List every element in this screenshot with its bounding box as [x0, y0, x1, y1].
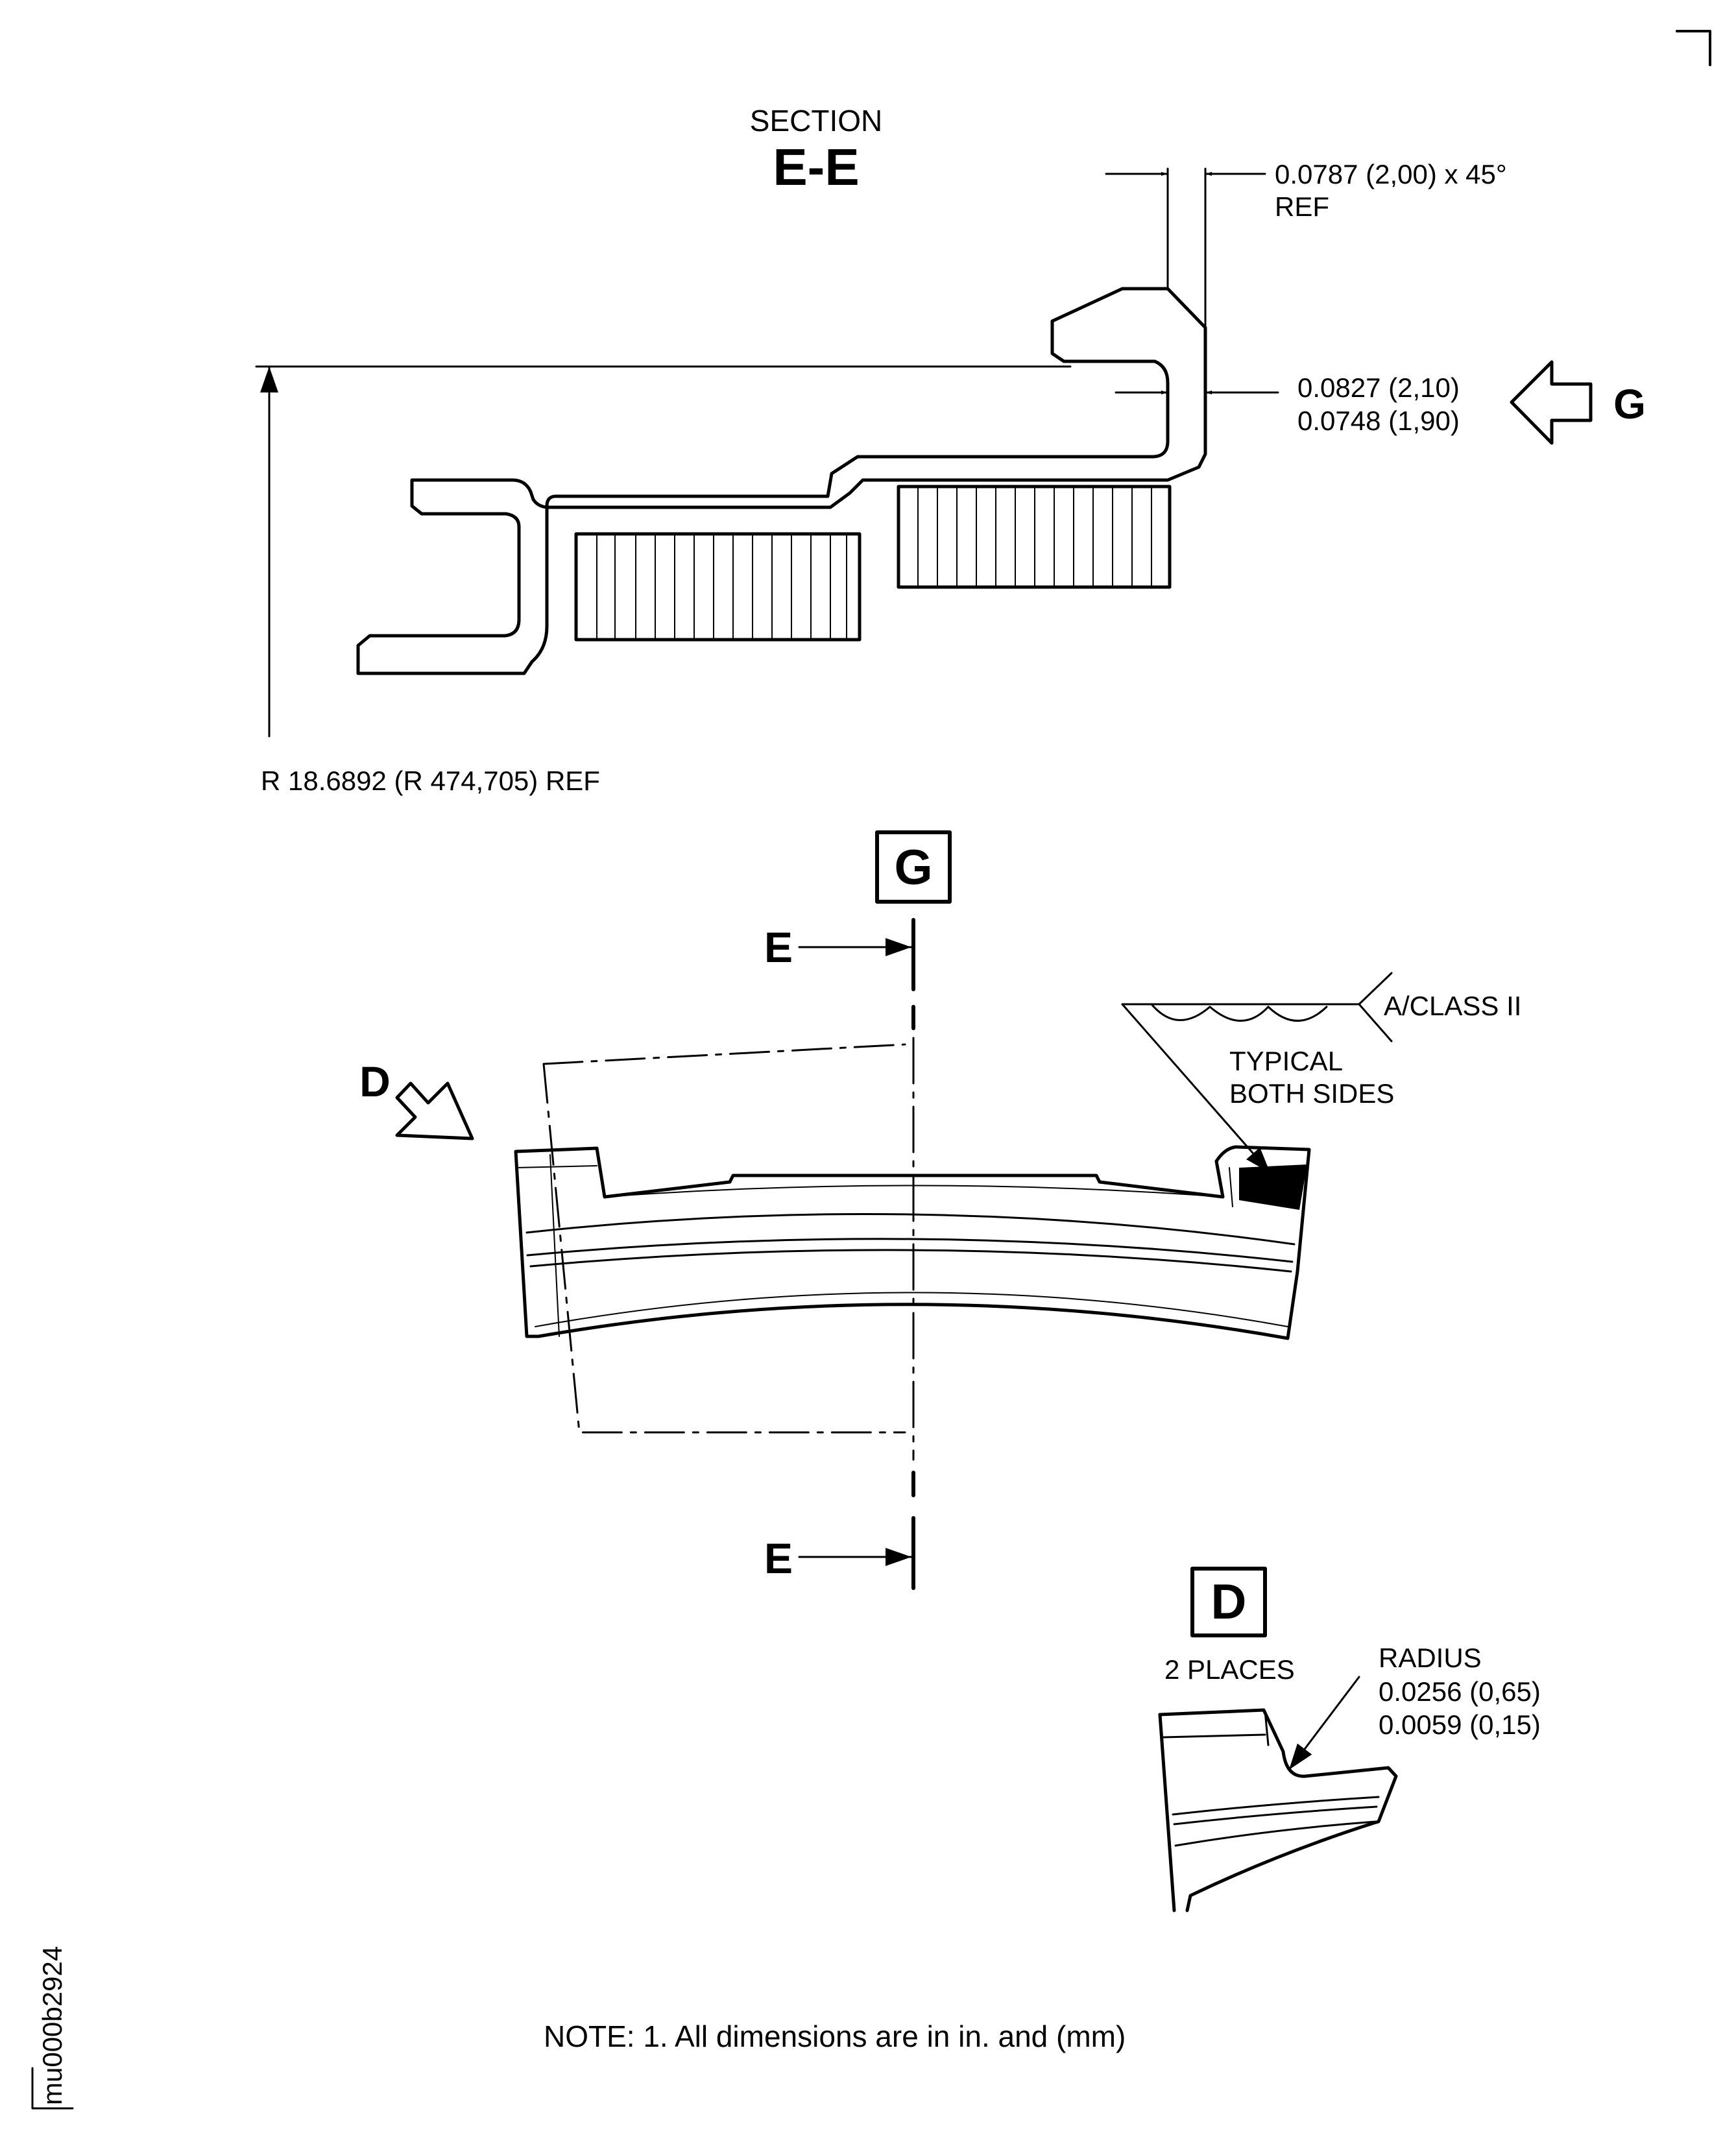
drawing-id-text: mu000b2924 — [37, 1946, 67, 2105]
hollow-arrow-left-icon — [1510, 360, 1593, 445]
finish-spec-text: A/CLASS II — [1384, 991, 1521, 1021]
chamfer-ref-text: REF — [1275, 191, 1329, 222]
section-profile — [356, 287, 1207, 675]
seal-segment-plan-view — [514, 1145, 1311, 1340]
view-arrow-d-letter: D — [359, 1057, 391, 1105]
view-arrow-d: D — [359, 1057, 474, 1140]
section-mark-top: E — [764, 923, 793, 971]
chamfer-dim-text: 0.0787 (2,00) x 45° — [1275, 159, 1507, 189]
detail-d-radius-min: 0.0059 (0,15) — [1379, 1709, 1541, 1740]
detail-d-radius-label: RADIUS — [1379, 1643, 1482, 1673]
thickness-dimension: 0.0827 (2,10) 0.0748 (1,90) — [1115, 372, 1460, 436]
honeycomb-seal-2 — [897, 485, 1172, 589]
view-g-box-letter: G — [894, 840, 932, 895]
finish-note-line1: TYPICAL — [1229, 1046, 1343, 1076]
detail-d-radius-callout: RADIUS 0.0256 (0,65) 0.0059 (0,15) — [1288, 1643, 1541, 1771]
view-g-box: G — [875, 830, 952, 904]
section-mark-bottom: E — [764, 1534, 793, 1582]
section-line-e-e: E E — [764, 918, 915, 1590]
detail-d-box: D — [1190, 1567, 1267, 1637]
phantom-outline — [542, 1043, 906, 1434]
section-title: E-E — [773, 138, 859, 196]
radius-dimension: R 18.6892 (R 474,705) REF — [255, 365, 1072, 796]
detail-d-letter: D — [1211, 1574, 1247, 1630]
hollow-arrow-diagonal-icon — [395, 1081, 474, 1140]
honeycomb-seal-1 — [574, 532, 862, 642]
coated-area — [1239, 1164, 1307, 1210]
view-arrow-g-letter: G — [1613, 381, 1646, 428]
detail-d-view — [1158, 1708, 1398, 1912]
chamfer-dimension: 0.0787 (2,00) x 45° REF — [1105, 159, 1507, 329]
thickness-min-text: 0.0748 (1,90) — [1297, 405, 1460, 436]
drawing-id: mu000b2924 — [31, 1946, 74, 2110]
corner-mark — [1676, 30, 1711, 66]
finish-callout: A/CLASS II TYPICAL BOTH SIDES — [1121, 972, 1521, 1174]
radius-ref-text: R 18.6892 (R 474,705) REF — [261, 765, 600, 796]
detail-d-radius-max: 0.0256 (0,65) — [1379, 1676, 1541, 1707]
view-arrow-g: G — [1510, 360, 1646, 445]
general-note: NOTE: 1. All dimensions are in in. and (… — [544, 2019, 1126, 2053]
detail-d-places: 2 PLACES — [1164, 1654, 1295, 1685]
thickness-max-text: 0.0827 (2,10) — [1297, 372, 1460, 403]
finish-note-line2: BOTH SIDES — [1229, 1078, 1394, 1109]
section-caption: SECTION — [750, 104, 882, 138]
